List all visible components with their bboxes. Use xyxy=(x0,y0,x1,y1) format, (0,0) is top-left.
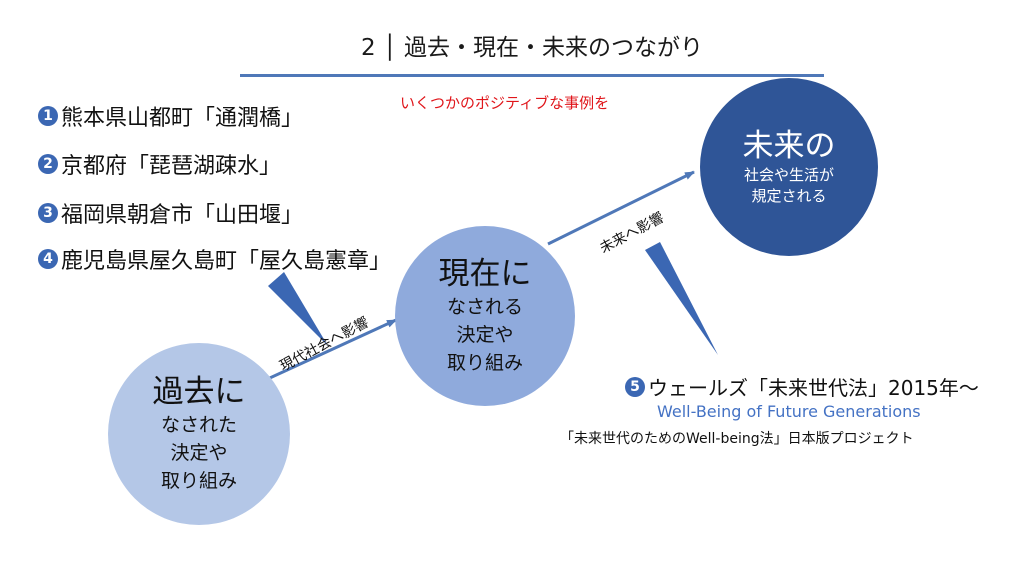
future-heading: 未来の xyxy=(742,128,836,164)
number-badge-4: 4 xyxy=(38,249,58,269)
number-badge-1: 1 xyxy=(38,106,58,126)
case-item-2: 2 京都府「琵琶湖疎水」 xyxy=(38,148,281,180)
arrow-past-to-present xyxy=(247,318,397,390)
present-line-1: なされる xyxy=(446,296,523,318)
wales-english-title: Well-Being of Future Generations xyxy=(657,402,921,421)
number-badge-2: 2 xyxy=(38,154,58,174)
number-badge-3: 3 xyxy=(38,203,58,223)
past-line-2: 決定や xyxy=(170,442,228,464)
case-text-4: 鹿児島県屋久島町「屋久島憲章」 xyxy=(61,249,392,274)
subtitle: いくつかのポジティブな事例を xyxy=(400,94,610,112)
callout-wedge-left xyxy=(268,272,328,346)
page-title: 2 │ 過去・現在・未来のつながり xyxy=(360,35,704,61)
present-line-3: 取り組み xyxy=(446,352,523,374)
past-line-3: 取り組み xyxy=(160,470,237,492)
future-circle: 未来の 社会や生活が 規定される xyxy=(700,78,878,256)
case-text-3: 福岡県朝倉市「山田堰」 xyxy=(61,203,304,228)
wales-text: ウェールズ「未来世代法」2015年～ xyxy=(648,376,979,400)
present-line-2: 決定や xyxy=(456,324,514,346)
past-line-1: なされた xyxy=(160,414,237,436)
case-item-3: 3 福岡県朝倉市「山田堰」 xyxy=(38,197,303,229)
case-item-1: 1 熊本県山都町「通潤橋」 xyxy=(38,100,303,132)
future-line-1: 社会や生活が xyxy=(743,166,834,184)
present-heading: 現在に xyxy=(438,256,532,292)
case-text-2: 京都府「琵琶湖疎水」 xyxy=(61,154,282,179)
present-circle: 現在に なされる 決定や 取り組み xyxy=(395,226,575,406)
arrow-present-to-future xyxy=(547,170,695,246)
case-text-1: 熊本県山都町「通潤橋」 xyxy=(61,106,304,131)
number-badge-5: 5 xyxy=(625,376,645,397)
wales-case: 5 ウェールズ「未来世代法」2015年～ xyxy=(625,372,979,401)
past-heading: 過去に xyxy=(152,374,246,410)
callout-wedge-right xyxy=(645,242,718,355)
future-line-2: 規定される xyxy=(751,187,827,205)
title-divider xyxy=(240,74,824,77)
wales-japanese-project: 「未来世代のためのWell-being法」日本版プロジェクト xyxy=(560,431,914,447)
case-item-4: 4 鹿児島県屋久島町「屋久島憲章」 xyxy=(38,243,391,275)
past-circle: 過去に なされた 決定や 取り組み xyxy=(108,343,290,525)
